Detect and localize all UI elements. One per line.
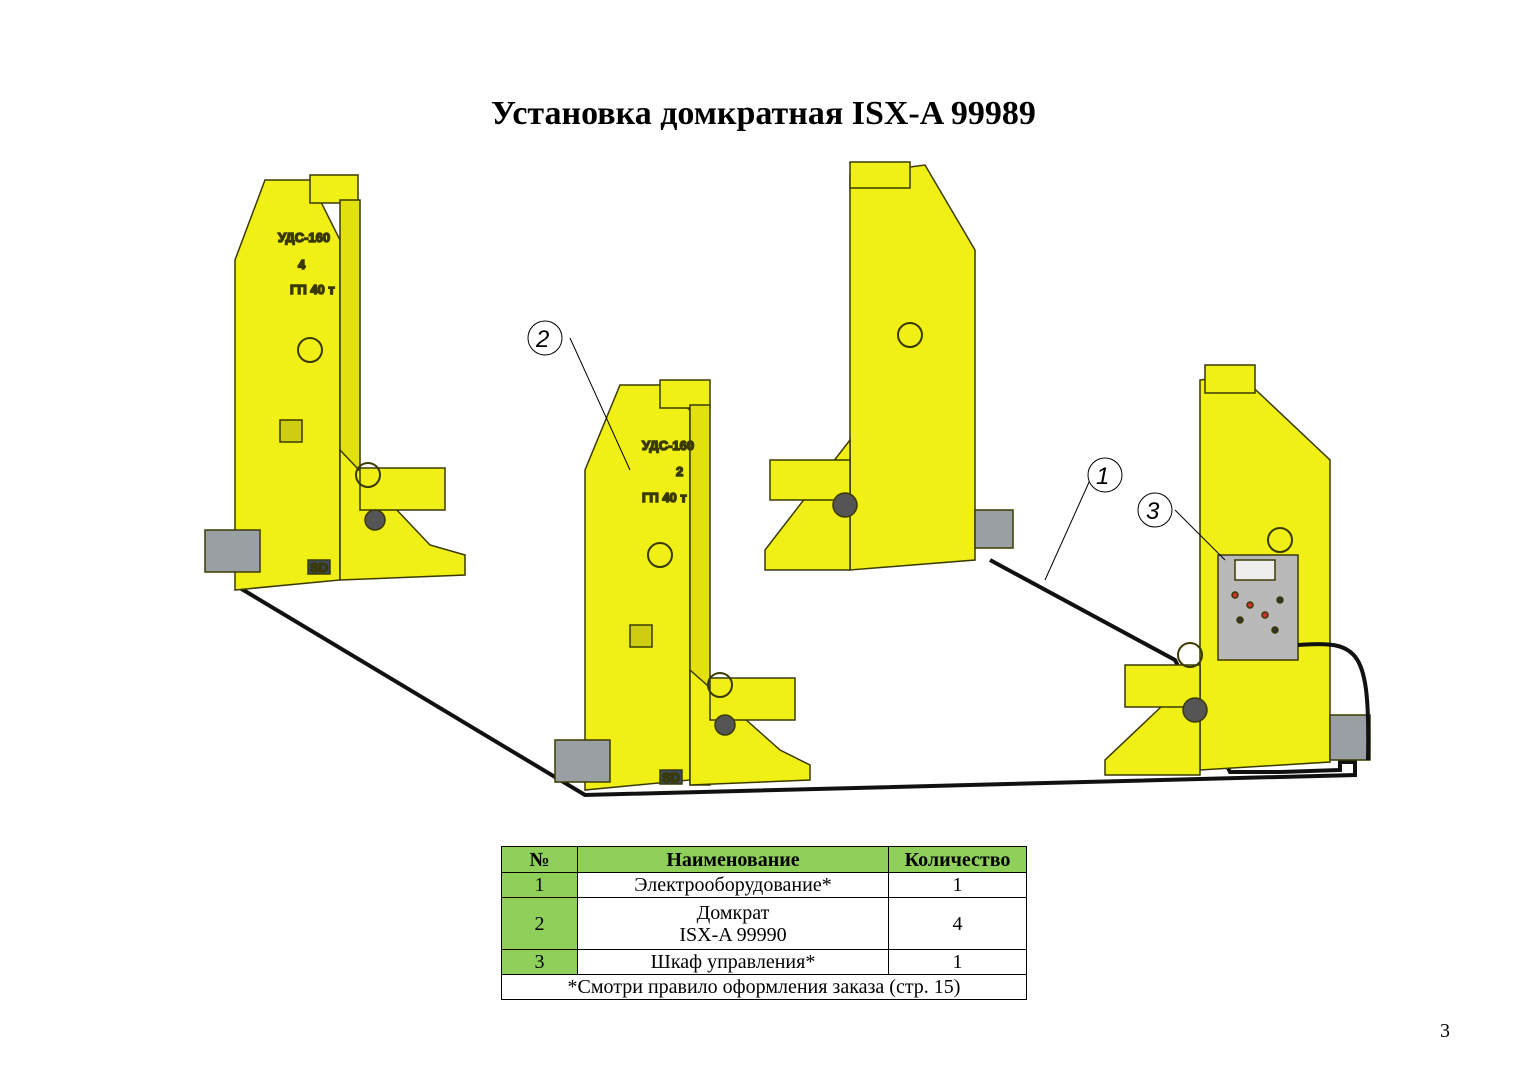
row-number: 1 [501, 872, 578, 898]
jack-front-right [1104, 364, 1371, 776]
callout-2-circle [527, 320, 563, 356]
table-row: 3 Шкаф управления* 1 [501, 949, 1027, 975]
jack-2-model: УДС-160 [642, 438, 694, 453]
row-name-line2: ISX-A 99990 [679, 924, 787, 946]
jack-4-capacity: ГП 40 т [290, 282, 335, 297]
jack-4-index: 4 [298, 257, 306, 272]
row-number: 2 [501, 897, 578, 950]
row-quantity: 1 [888, 872, 1027, 898]
jack-2: УДС-160 2 ГП 40 т SD [554, 379, 811, 791]
control-cabinet [1217, 554, 1299, 661]
header-number: № [501, 846, 578, 873]
specification-table: № Наименование Количество 1 Электрообору… [501, 846, 1027, 1000]
jack-4-mark: SD [310, 560, 328, 575]
header-name: Наименование [577, 846, 889, 873]
page-number: 3 [1440, 1020, 1450, 1042]
table-header-row: № Наименование Количество [501, 846, 1027, 873]
jack-4: УДС-160 4 ГП 40 т SD [204, 174, 466, 591]
jack-2-mark: SD [662, 770, 680, 785]
row-name: Электрооборудование* [577, 872, 889, 898]
callout-1: 1 [1096, 463, 1109, 490]
row-name: Шкаф управления* [577, 949, 889, 975]
row-name-line1: Домкрат [696, 902, 770, 924]
row-quantity: 4 [888, 897, 1027, 950]
jack-2-index: 2 [676, 464, 683, 479]
row-name: Домкрат ISX-A 99990 [577, 897, 889, 950]
table-footnote-row: *Смотри правило оформления заказа (стр. … [501, 974, 1027, 1000]
callout-3-circle [1137, 492, 1173, 528]
row-quantity: 1 [888, 949, 1027, 975]
jack-2-capacity: ГП 40 т [642, 490, 687, 505]
jack-4-model: УДС-160 [278, 230, 330, 245]
callout-1-circle [1087, 457, 1123, 493]
callout-3: 3 [1146, 498, 1160, 525]
header-quantity: Количество [888, 846, 1027, 873]
row-number: 3 [501, 949, 578, 975]
callout-2: 2 [535, 326, 549, 353]
table-footnote: *Смотри правило оформления заказа (стр. … [501, 974, 1027, 1000]
jack-system-drawing: УДС-160 4 ГП 40 т SD [204, 161, 1371, 798]
page-title: Установка домкратная ISX-A 99989 [491, 95, 1036, 132]
table-row: 1 Электрооборудование* 1 [501, 872, 1027, 898]
table-row: 2 Домкрат ISX-A 99990 4 [501, 897, 1027, 950]
jack-back-right [764, 161, 1014, 571]
